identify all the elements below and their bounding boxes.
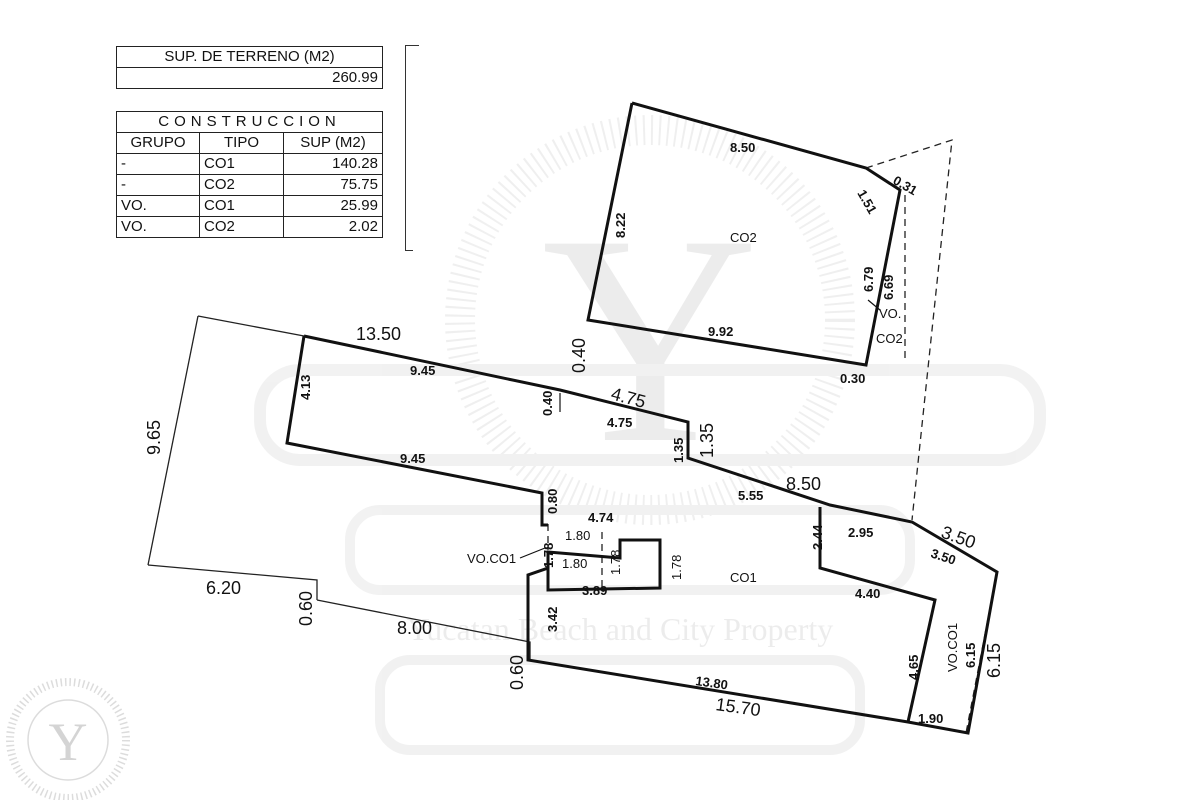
- dim-label: 0.60: [296, 591, 316, 626]
- dim-label: 1.78: [541, 543, 556, 568]
- dim-label: 1.80: [562, 556, 587, 571]
- watermark: Y Yucatan Beach and City Property: [254, 115, 1046, 755]
- dim-label: 5.55: [738, 488, 763, 503]
- dim-label: 1.51: [854, 187, 880, 216]
- dim-label: 0.40: [569, 338, 589, 373]
- dim-label: 3.89: [582, 583, 607, 598]
- watermark-monogram: Y: [542, 173, 759, 505]
- lot-boundary: [147, 315, 561, 660]
- dim-label: 3.42: [545, 607, 560, 632]
- dim-label: 1.78: [608, 550, 623, 575]
- dim-label: 0.40: [540, 391, 555, 416]
- dim-label: 4.75: [607, 415, 632, 430]
- dim-label: 4.65: [906, 655, 921, 680]
- header-tipo: TIPO: [199, 132, 284, 154]
- dim-label: 9.65: [144, 420, 164, 455]
- area-label-vo-co2-a: VO.: [879, 306, 901, 321]
- dim-label: 1.78: [669, 555, 684, 580]
- leader-line: [519, 299, 881, 559]
- dim-label: 13.80: [695, 673, 729, 692]
- area-label-co2: CO2: [730, 230, 757, 245]
- area-label-co1: CO1: [730, 570, 757, 585]
- area-label-vo-co2-b: CO2: [876, 331, 903, 346]
- dim-label: 1.90: [918, 711, 943, 726]
- co2-outline: [586, 101, 902, 367]
- dim-label: 8.50: [786, 474, 821, 494]
- dim-label: 1.35: [671, 438, 686, 463]
- dim-label: 4.13: [298, 375, 313, 400]
- dim-label: 8.00: [397, 618, 432, 638]
- co1-outline: [285, 334, 999, 735]
- dim-label: 4.74: [588, 510, 614, 525]
- area-labels: CO2 CO1 VO. CO2 VO.CO1 VO.CO1: [467, 230, 960, 672]
- dim-label: 6.69: [881, 275, 896, 300]
- row-sup: 140.28: [283, 153, 383, 175]
- dim-label: 0.30: [840, 371, 865, 386]
- area-label-vo-co1-small: VO.CO1: [467, 551, 516, 566]
- dim-label: 9.92: [708, 324, 733, 339]
- dim-label: 8.50: [730, 140, 755, 155]
- dim-label: 1.35: [697, 423, 717, 458]
- dim-label: 9.45: [410, 363, 435, 378]
- dim-label: 6.20: [206, 578, 241, 598]
- dim-label: 6.79: [861, 267, 876, 292]
- dim-label: 2.95: [848, 525, 873, 540]
- watermark-text: Yucatan Beach and City Property: [407, 611, 834, 647]
- terreno-table: SUP. DE TERRENO (M2) 260.99: [116, 46, 383, 89]
- dim-label: 0.80: [545, 489, 560, 514]
- seal-monogram: Y: [49, 712, 88, 772]
- dim-label: 6.15: [984, 643, 1004, 678]
- table-frame-cap: [405, 250, 413, 251]
- dim-label: 1.80: [565, 528, 590, 543]
- table-frame-line: [405, 45, 406, 250]
- area-label-vo-co1-right: VO.CO1: [945, 623, 960, 672]
- dim-label: 0.31: [891, 173, 920, 199]
- table-row: VO. CO1 25.99: [116, 195, 383, 217]
- terreno-header: SUP. DE TERRENO (M2): [116, 46, 383, 68]
- dim-label: 13.50: [356, 324, 401, 344]
- row-sup: 2.02: [283, 216, 383, 238]
- seal-logo: Y: [6, 678, 130, 800]
- table-frame-cap: [405, 45, 419, 46]
- dim-label: 9.45: [400, 451, 425, 466]
- dim-label: 8.22: [613, 213, 628, 238]
- header-sup: SUP (M2): [283, 132, 383, 154]
- construccion-table: CONSTRUCCION GRUPO TIPO SUP (M2) - CO1 1…: [116, 111, 383, 238]
- dim-label: 0.60: [507, 655, 527, 690]
- row-grupo: VO.: [116, 216, 200, 238]
- table-row: VO. CO2 2.02: [116, 216, 383, 238]
- dim-label: 4.40: [855, 586, 880, 601]
- dim-label: 3.50: [929, 546, 958, 568]
- dim-label: 2.44: [810, 524, 825, 550]
- dim-label: 6.15: [963, 643, 978, 668]
- terreno-value: 260.99: [116, 67, 383, 89]
